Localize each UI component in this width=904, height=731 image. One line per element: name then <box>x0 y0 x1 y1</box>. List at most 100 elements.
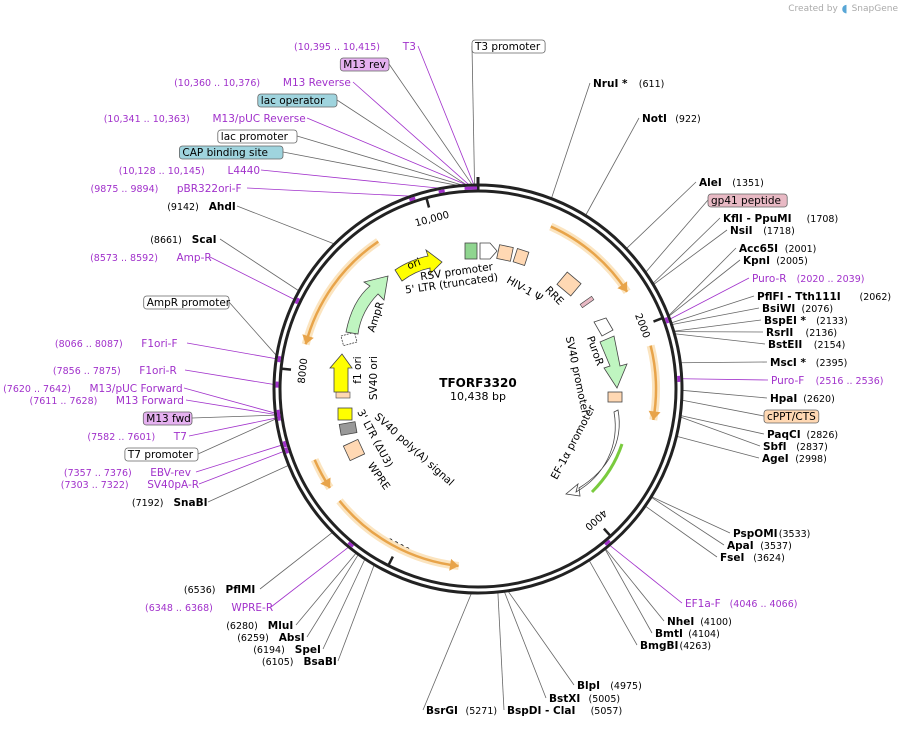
label-lac-operator[interactable]: lac operator <box>257 93 338 108</box>
label-cppt-cts[interactable]: cPPT/CTS <box>763 409 820 424</box>
orange-arc-4[interactable] <box>304 240 379 345</box>
label-puro-f[interactable]: Puro-F(2516 .. 2536) <box>771 375 883 387</box>
feature-hiv-psi[interactable] <box>496 244 514 262</box>
feature-3ltr[interactable] <box>338 421 358 436</box>
label-kpni[interactable]: KpnI(2005) <box>743 255 808 267</box>
label-range-33: (4975) <box>610 681 642 692</box>
label-ampr-promoter[interactable]: AmpR promoter <box>143 295 231 310</box>
feature-cppt[interactable] <box>593 317 614 337</box>
label-l4440[interactable]: L4440(10,128 .. 10,145) <box>119 165 260 177</box>
label-ebv-rev[interactable]: EBV-rev(7357 .. 7376) <box>64 467 191 479</box>
label-pspomi[interactable]: PspOMI(3533) <box>733 528 810 540</box>
feature-ef1a-highlight <box>590 443 624 494</box>
leader-37 <box>609 544 683 604</box>
label-alei[interactable]: AleI(1351) <box>699 177 764 189</box>
label-sbfi[interactable]: SbfI(2837) <box>763 441 828 453</box>
label-bmgbi[interactable]: BmgBI(4263) <box>640 640 711 652</box>
label-box-58 <box>707 193 788 208</box>
feature-f1-ori[interactable] <box>329 353 353 393</box>
label-bmti[interactable]: BmtI(4104) <box>655 628 720 640</box>
label-t3[interactable]: T3(10,395 .. 10,415) <box>294 41 416 53</box>
label-kfli-ppumi[interactable]: KflI - PpuMI(1708) <box>723 213 838 225</box>
label-t7[interactable]: T7(7582 .. 7601) <box>87 431 187 443</box>
label-range-56: (1718) <box>763 226 795 237</box>
label-msci-[interactable]: MscI *(2395) <box>770 357 847 369</box>
label-bspdi-clai[interactable]: BspDI - ClaI(5057) <box>507 705 622 717</box>
feature-wpre[interactable] <box>342 438 366 462</box>
label-fsei[interactable]: FseI(3624) <box>720 552 785 564</box>
feature-ampr[interactable] <box>345 275 389 335</box>
label-mlui[interactable]: MluI(6280) <box>226 620 293 632</box>
label-name-12: Amp-R <box>177 252 212 264</box>
label-apai[interactable]: ApaI(3537) <box>727 540 792 552</box>
label-puro-r[interactable]: Puro-R(2020 .. 2039) <box>752 273 864 285</box>
label-rsrii[interactable]: RsrII(2136) <box>766 327 837 339</box>
label-name-27: AbsI <box>279 632 305 644</box>
label-m13-puc-forward[interactable]: M13/pUC Forward(7620 .. 7642) <box>3 383 183 395</box>
label-sv40pa-r[interactable]: SV40pA-R(7303 .. 7322) <box>61 479 199 491</box>
label-amp-r[interactable]: Amp-R(8573 .. 8592) <box>90 252 212 264</box>
label-cap-binding-site[interactable]: CAP binding site <box>178 145 284 160</box>
label-paqci[interactable]: PaqCI(2826) <box>767 429 838 441</box>
feature-hiv-psi-2[interactable] <box>512 247 530 267</box>
label-pbr322ori-f[interactable]: pBR322ori-F(9875 .. 9894) <box>91 183 242 195</box>
leader-44 <box>681 399 765 417</box>
label-f1ori-f[interactable]: F1ori-F(8066 .. 8087) <box>55 338 178 350</box>
label-pflmi[interactable]: PflMI(6536) <box>184 584 255 596</box>
label-snabi[interactable]: SnaBI(7192) <box>132 497 208 509</box>
leader-54 <box>668 259 741 317</box>
label-nrui-[interactable]: NruI *(611) <box>593 78 664 90</box>
label-lac-promoter[interactable]: lac promoter <box>217 129 298 144</box>
label-bsteii[interactable]: BstEII(2154) <box>768 339 845 351</box>
label-nsii[interactable]: NsiI(1718) <box>730 225 795 237</box>
label-acc65i[interactable]: Acc65I(2001) <box>739 243 816 255</box>
label-range-23: (7192) <box>132 498 164 509</box>
label-bstxi[interactable]: BstXI(5005) <box>549 693 620 705</box>
label-ahdi[interactable]: AhdI(9142) <box>167 201 236 213</box>
label-bspei-[interactable]: BspEI *(2133) <box>764 315 848 327</box>
label-spei[interactable]: SpeI(6194) <box>253 644 321 656</box>
label-name-55: Acc65I <box>739 243 778 255</box>
label-m13-puc-reverse[interactable]: M13/pUC Reverse(10,341 .. 10,363) <box>104 113 306 125</box>
label-t3-promoter[interactable]: T3 promoter <box>471 39 546 54</box>
feature-sv40-ori[interactable] <box>335 391 351 399</box>
label-absi[interactable]: AbsI(6259) <box>237 632 304 644</box>
label-name-26: MluI <box>268 620 293 632</box>
leader-34 <box>588 559 638 646</box>
orange-arc-0[interactable] <box>550 225 629 293</box>
feature-sv40-polya[interactable] <box>337 407 353 421</box>
label-wpre-r[interactable]: WPRE-R(6348 .. 6368) <box>145 602 273 614</box>
label-nhei[interactable]: NheI(4100) <box>667 616 732 628</box>
label-agei[interactable]: AgeI(2998) <box>762 453 827 465</box>
label-blpi[interactable]: BlpI(4975) <box>577 680 642 692</box>
label-hpai[interactable]: HpaI(2620) <box>770 393 835 405</box>
label-m13-forward[interactable]: M13 Forward(7611 .. 7628) <box>30 395 184 407</box>
feature-rsv-promoter[interactable] <box>464 242 478 260</box>
label-bsrgi[interactable]: BsrGI(5271) <box>426 705 497 717</box>
label-name-52: PflFI - Tth111I <box>757 291 841 303</box>
label-f1ori-r[interactable]: F1ori-R(7856 .. 7875) <box>53 365 177 377</box>
feature-gp41[interactable] <box>579 295 595 309</box>
label-m13-rev[interactable]: M13 rev <box>339 57 390 72</box>
leader-21 <box>195 444 282 473</box>
leader-3 <box>352 81 470 186</box>
feature-rre[interactable] <box>556 271 582 297</box>
feature-ef1a-promoter[interactable] <box>565 409 620 497</box>
label-t7-promoter[interactable]: T7 promoter <box>124 447 199 462</box>
label-ef1a-f[interactable]: EF1a-F(4046 .. 4066) <box>685 598 797 610</box>
label-noti[interactable]: NotI(922) <box>642 113 701 125</box>
label-m13-fwd[interactable]: M13 fwd <box>142 411 193 426</box>
feature-ampr-promoter[interactable] <box>340 331 358 347</box>
label-bsiwi[interactable]: BsiWI(2076) <box>762 303 833 315</box>
feature-5ltr[interactable] <box>479 242 498 260</box>
label-bsabi[interactable]: BsaBI(6105) <box>262 656 337 668</box>
label-gp41-peptide[interactable]: gp41 peptide <box>707 193 788 208</box>
orange-arc-2[interactable] <box>338 500 459 568</box>
leader-2 <box>388 63 473 186</box>
label-m13-reverse[interactable]: M13 Reverse(10,360 .. 10,376) <box>174 77 351 89</box>
label-pflfi-tth111i[interactable]: PflFI - Tth111I(2062) <box>757 291 891 303</box>
label-scai[interactable]: ScaI(8661) <box>150 234 216 246</box>
feature-puror[interactable] <box>599 335 628 389</box>
feature-ori[interactable] <box>394 248 443 282</box>
feature-sv40-promoter[interactable] <box>607 391 623 403</box>
